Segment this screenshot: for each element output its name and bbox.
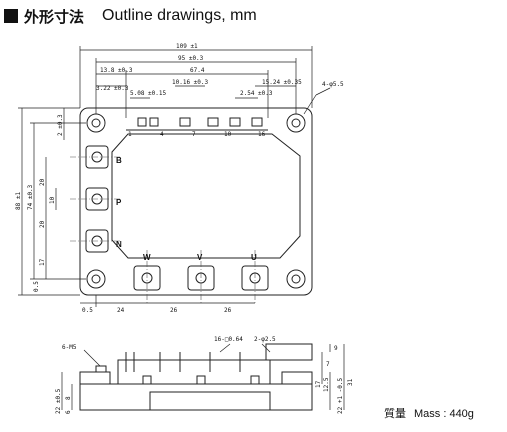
section-header: 外形寸法 Outline drawings, mm	[4, 4, 257, 28]
side-pin-dia: 2-φ2.5	[254, 336, 276, 343]
dim-17: 17	[39, 258, 46, 266]
dim-overall-height: 88 ±1	[15, 192, 22, 210]
pin-1: 1	[128, 131, 132, 138]
mass-label: 質量 Mass : 440g	[384, 405, 474, 421]
title-english: Outline drawings, mm	[102, 7, 257, 24]
mass-value: Mass : 440g	[414, 408, 474, 420]
pin-7: 7	[192, 131, 196, 138]
side-dim-17: 17	[315, 380, 322, 388]
side-dim-6: 6	[65, 410, 72, 414]
pin-16: 16	[258, 131, 266, 138]
terminal-label-p: P	[116, 198, 122, 207]
terminal-label-n: N	[116, 240, 122, 249]
terminal-label-u: U	[251, 253, 257, 262]
dim-13-8: 13.8 ±0.3	[100, 67, 133, 74]
terminal-label-b: B	[116, 156, 122, 165]
dim-26b: 26	[224, 307, 232, 314]
side-dim-8: 8	[65, 396, 72, 400]
dim-15-24: 15.24 ±0.35	[262, 79, 302, 86]
dim-10: 10	[49, 196, 56, 204]
mass-label-japanese: 質量	[384, 407, 406, 420]
dim-mount-pitch: 95 ±0.3	[178, 55, 204, 62]
dim-2-54: 2.54 ±0.3	[240, 90, 273, 97]
side-view	[79, 343, 313, 411]
pin-4: 4	[160, 131, 164, 138]
terminal-label-v: V	[197, 253, 203, 262]
dim-24: 24	[117, 307, 125, 314]
side-screw: 6-M5	[62, 344, 77, 351]
side-pins: 16-□0.64	[214, 336, 243, 343]
dim-20a: 20	[39, 178, 46, 186]
dim-67-4: 67.4	[190, 67, 205, 74]
pin-10: 10	[224, 131, 232, 138]
side-dim-31: 31	[347, 378, 354, 386]
side-dim-22-b: 22 ±0.5	[55, 388, 62, 414]
dim-5-08: 5.08 ±0.15	[130, 90, 167, 97]
side-dim-9: 9	[334, 345, 338, 352]
dim-0-5-left: 0.5	[33, 281, 40, 292]
dim-10-16: 10.16 ±0.3	[172, 79, 209, 86]
dim-26a: 26	[170, 307, 178, 314]
dim-20b: 20	[39, 220, 46, 228]
dim-2: 2 ±0.3	[57, 114, 64, 136]
square-bullet-icon	[4, 9, 18, 23]
dim-3-22: 3.22 ±0.3	[96, 85, 129, 92]
side-dim-7: 7	[326, 361, 330, 368]
module-lid	[111, 133, 301, 259]
terminal-label-w: W	[143, 253, 151, 262]
module-outline	[79, 107, 313, 296]
title-japanese: 外形寸法	[24, 7, 85, 26]
side-dim-12-5: 12.5	[323, 377, 330, 392]
dim-left-mount-pitch: 74 ±0.3	[27, 184, 34, 210]
dim-hole-dia: 4-φ5.5	[322, 81, 344, 88]
dim-0-5-bottom: 0.5	[82, 307, 93, 314]
side-dim-22-a: 22 +1 -0.5	[337, 377, 344, 414]
dim-overall-width: 109 ±1	[176, 43, 198, 50]
